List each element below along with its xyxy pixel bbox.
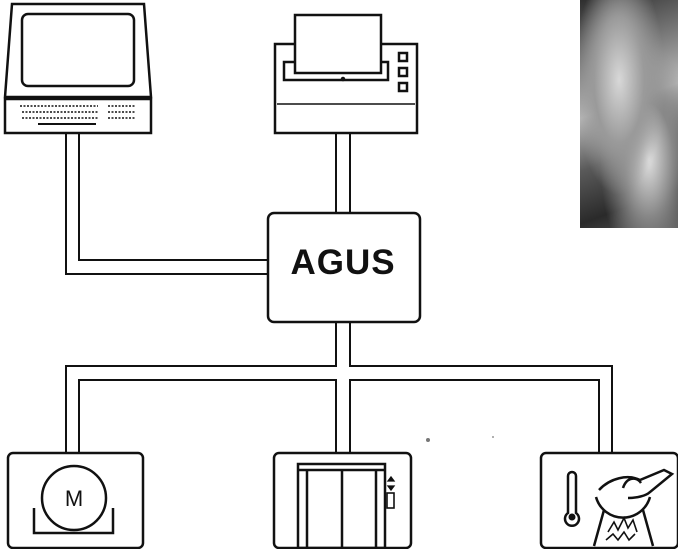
elevator-icon	[272, 451, 413, 549]
connector-agus-bus	[65, 322, 613, 453]
motor-label: M	[64, 486, 84, 511]
speck-dot	[492, 436, 494, 438]
agus-node-box	[266, 211, 422, 324]
photo-hand-icon	[580, 0, 678, 228]
motor-icon	[6, 451, 145, 549]
speck-dot	[426, 438, 430, 442]
agus-label: AGUS	[290, 243, 396, 282]
computer-terminal-icon	[3, 2, 153, 135]
connector-terminal-agus	[65, 133, 268, 275]
heating-plant-icon	[539, 451, 678, 549]
printer-icon	[273, 13, 419, 135]
connector-printer-agus	[335, 133, 351, 213]
